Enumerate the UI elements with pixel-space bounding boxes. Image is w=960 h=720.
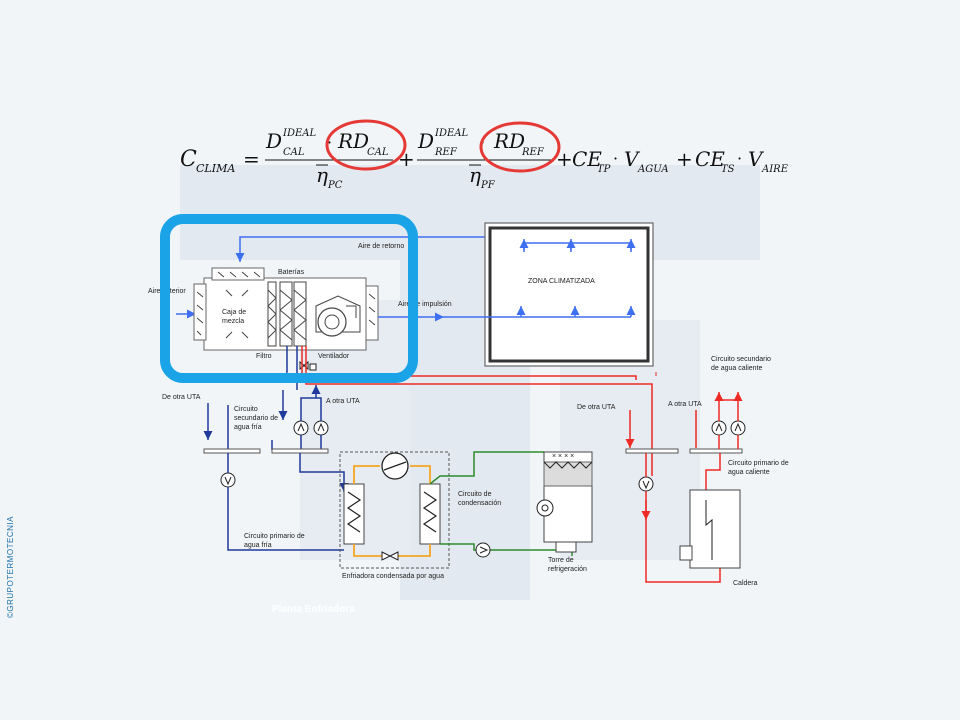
label-circ-cond-1: Circuito de <box>458 491 492 498</box>
pump-icon <box>220 472 236 488</box>
pump-icon <box>638 476 654 492</box>
term2-d: D <box>417 129 434 153</box>
svg-text:× × × ×: × × × × <box>552 453 574 460</box>
label-circ-prim-fria-2: agua fría <box>244 542 272 549</box>
term3-ce: CE <box>572 147 602 171</box>
term2-sub: REF <box>434 147 458 158</box>
highlight-rd-ref <box>479 121 561 173</box>
label-a-otra-uta-left: A otra UTA <box>326 398 360 405</box>
cooling-tower: × × × × <box>536 451 593 553</box>
label-circ-sec-fria-3: agua fría <box>234 424 262 431</box>
chiller-box <box>339 451 450 569</box>
term2-eta: η <box>469 163 481 187</box>
term3-ce-sub: TP <box>597 164 611 175</box>
label-aire-impulsion: Aire de impulsión <box>398 301 452 308</box>
expansion-valve-icon <box>381 551 399 561</box>
right-damper <box>365 285 379 341</box>
cold-header-right <box>271 448 329 454</box>
label-de-otra-uta-right: De otra UTA <box>577 404 616 411</box>
highlight-rd-cal <box>325 119 407 171</box>
term2-sup: IDEAL <box>434 128 468 139</box>
refrigerant-loop <box>353 465 431 557</box>
left-damper <box>193 283 207 341</box>
svg-text:+: + <box>676 147 693 171</box>
term1-rd-sub: CAL <box>367 147 389 158</box>
formula-lhs-sub: CLIMA <box>196 162 235 175</box>
pump-icon <box>475 542 491 558</box>
label-de-otra-uta-left: De otra UTA <box>162 394 201 401</box>
label-aire-retorno: Aire de retorno <box>358 243 404 250</box>
label-circ-sec-caliente-2: de agua caliente <box>711 365 762 372</box>
term1-d: D <box>265 129 282 153</box>
svg-text:+: + <box>556 147 573 171</box>
cost-formula: C CLIMA = D IDEAL CAL · RD CAL η PC + D … <box>180 119 789 191</box>
hot-pipe-ahu <box>301 346 637 380</box>
conditioned-zone <box>444 222 654 367</box>
pump-icon <box>711 420 746 436</box>
label-baterias: Baterías <box>278 269 305 276</box>
label-caldera: Caldera <box>733 580 758 587</box>
copyright-text: ©GRUPOTERMOTECNIA <box>6 516 15 618</box>
label-torre-2: refrigeración <box>548 566 587 573</box>
top-damper <box>211 267 265 281</box>
svg-text:=: = <box>243 147 260 171</box>
term4-ce-sub: TS <box>721 164 735 175</box>
label-circ-sec-fria-2: secundario de <box>234 415 278 422</box>
label-filtro: Filtro <box>256 353 272 360</box>
cold-header-left <box>203 448 261 454</box>
term1-sub: CAL <box>283 147 305 158</box>
term2-eta-sub: PF <box>480 180 496 191</box>
label-circ-sec-fria-1: Circuito <box>234 406 258 413</box>
label-circ-prim-caliente-1: Circuito primario de <box>728 460 789 467</box>
label-caja-mezcla-1: Caja de <box>222 309 246 316</box>
svg-text:·: · <box>327 133 332 152</box>
term4-ce: CE <box>695 147 725 171</box>
term3-v: V <box>624 147 641 171</box>
term1-rd: RD <box>337 129 369 153</box>
hot-header-right <box>689 448 743 454</box>
term2-rd: RD <box>493 129 525 153</box>
term4-v-sub: AIRE <box>761 164 789 175</box>
formula-lhs: C <box>180 147 197 172</box>
term3-v-sub: AGUA <box>637 164 669 175</box>
term2-rd-sub: REF <box>521 147 545 158</box>
term1-eta: η <box>316 163 328 187</box>
label-torre-1: Torre de <box>548 557 574 564</box>
term1-sup: IDEAL <box>282 128 316 139</box>
hot-header-left <box>625 448 679 454</box>
label-circ-prim-caliente-2: agua caliente <box>728 469 770 476</box>
boiler <box>679 489 741 569</box>
term1-eta-sub: PC <box>327 180 343 191</box>
compressor-icon <box>381 452 409 480</box>
fan-icon <box>315 295 361 337</box>
label-circ-cond-2: condensación <box>458 500 501 507</box>
label-circ-sec-caliente-1: Circuito secundario <box>711 356 771 363</box>
cold-pipe-ahu-supply <box>286 346 288 373</box>
highlight-ahu <box>160 214 418 383</box>
label-ventilador: Ventilador <box>318 353 350 360</box>
pump-icon <box>293 420 329 436</box>
condenser <box>419 483 441 545</box>
label-enfriadora: Enfriadora condensada por agua <box>342 573 444 580</box>
caption-text: Planta Enfriadora <box>272 604 355 615</box>
label-circ-prim-fria-1: Circuito primario de <box>244 533 305 540</box>
term4-v: V <box>748 147 765 171</box>
evaporator <box>343 483 365 545</box>
label-zona-climatizada: ZONA CLIMATIZADA <box>528 278 595 285</box>
svg-text:·: · <box>737 149 742 168</box>
svg-text:·: · <box>613 149 618 168</box>
label-a-otra-uta-right: A otra UTA <box>668 401 702 408</box>
label-caja-mezcla-2: mezcla <box>222 318 244 325</box>
